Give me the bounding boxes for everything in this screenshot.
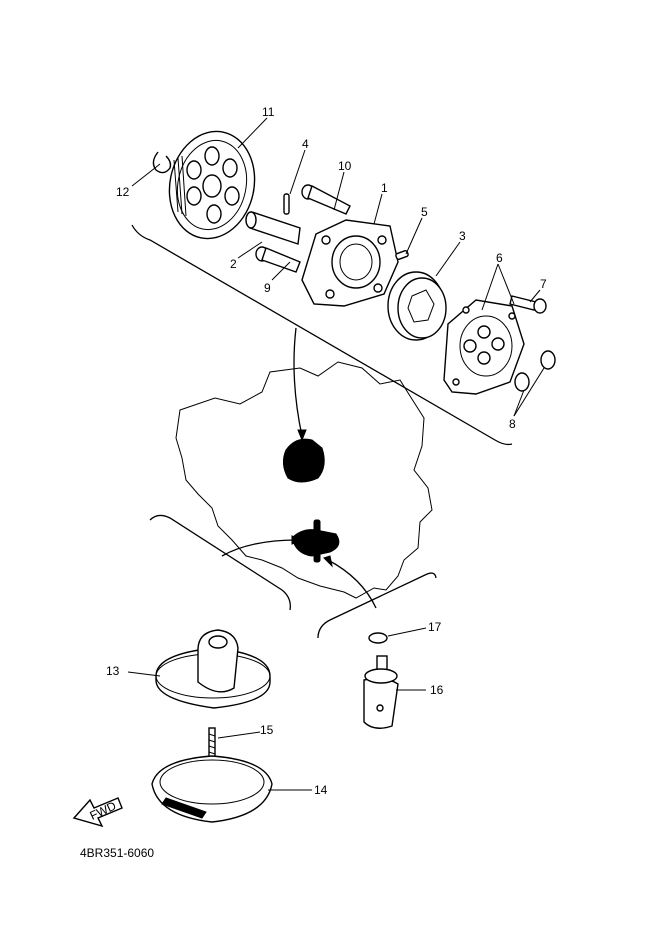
- callout-4: 4: [302, 137, 309, 151]
- strainer-housing-part-13: [155, 629, 271, 709]
- callout-2: 2: [230, 257, 237, 271]
- strainer-pipe: [313, 519, 321, 563]
- callout-17: 17: [428, 620, 442, 634]
- callout-13: 13: [106, 664, 120, 678]
- lower-right-bracket: [317, 572, 437, 639]
- callout-14: 14: [314, 783, 328, 797]
- pump-mount-spot: [282, 438, 325, 483]
- gear-part-11: [168, 130, 256, 240]
- pump-housing-part-1: [301, 219, 399, 307]
- engine-case-outline: [175, 361, 433, 599]
- callout-3: 3: [459, 229, 466, 243]
- rotor-part-3: [387, 271, 447, 341]
- relief-valve-part-16: [363, 655, 399, 729]
- strainer-screen-part-14: [151, 755, 273, 823]
- circlip-part-12: [152, 151, 172, 174]
- diagram-code: 4BR351-6060: [80, 846, 154, 860]
- cover-part-6: [443, 299, 525, 395]
- bolt-part-10: [301, 184, 351, 215]
- o-ring-part-8a: [540, 350, 556, 370]
- upper-group-bracket: [131, 224, 513, 446]
- arrow-pump-to-engine: [293, 327, 303, 437]
- arrow-strainer-to-engine: [221, 539, 299, 557]
- callout-9: 9: [264, 281, 271, 295]
- callout-10: 10: [338, 159, 352, 173]
- fwd-arrow-icon: FWD: [72, 797, 123, 828]
- bolt-part-9: [255, 246, 301, 273]
- callout-12: 12: [116, 185, 130, 199]
- callout-7: 7: [540, 277, 547, 291]
- o-ring-part-8b: [514, 372, 530, 392]
- fwd-label: FWD: [88, 799, 119, 823]
- callout-11: 11: [262, 105, 275, 119]
- arrow-head-relief: [323, 555, 333, 568]
- callout-5: 5: [421, 205, 428, 219]
- arrow-relief-to-engine: [327, 559, 377, 609]
- pin-part-4: [283, 193, 290, 215]
- arrow-head-pump: [297, 429, 307, 442]
- callout-1: 1: [381, 181, 388, 195]
- callout-8: 8: [509, 417, 516, 431]
- o-ring-part-17: [368, 632, 388, 644]
- bolt-part-7: [509, 295, 547, 314]
- leader-lines: [127, 117, 545, 791]
- shaft-part-2: [245, 211, 301, 245]
- callout-15: 15: [260, 723, 274, 737]
- callout-16: 16: [430, 683, 444, 697]
- callout-6: 6: [496, 251, 503, 265]
- dowel-part-5: [395, 249, 409, 261]
